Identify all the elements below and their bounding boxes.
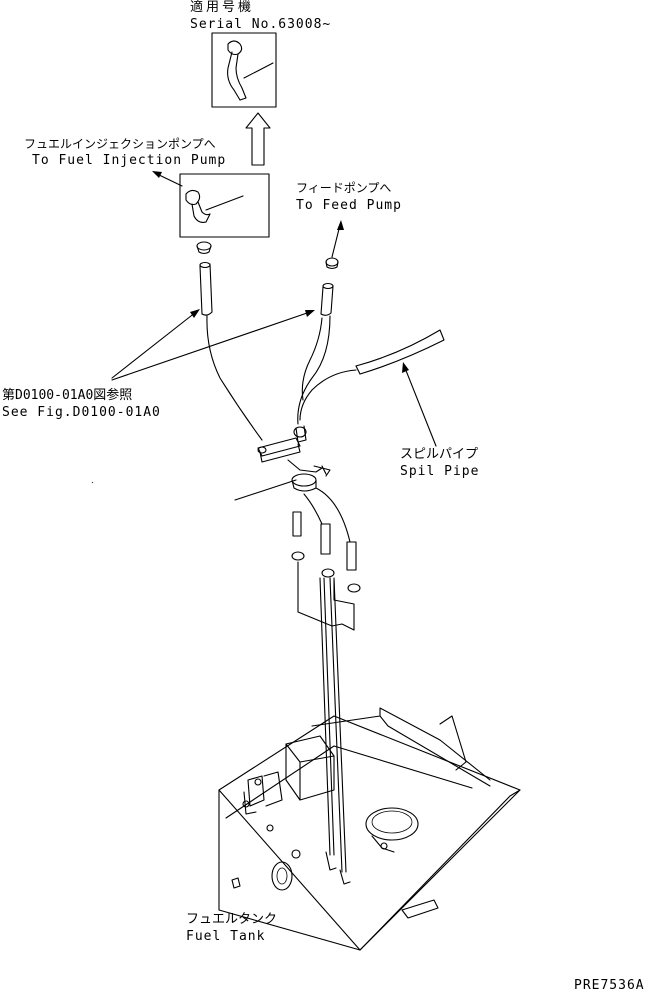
fuel-tank	[218, 707, 521, 951]
fig-ref-label-en: See Fig.D0100-01A0	[2, 405, 161, 420]
shield-plate	[297, 561, 355, 631]
hose-clamp-right	[325, 257, 339, 270]
manifold-pointer	[234, 479, 297, 501]
fuel-tank-label-en: Fuel Tank	[186, 929, 266, 944]
feed-pump-arrow	[331, 224, 341, 258]
fuel-pipe-left	[206, 315, 263, 441]
feed-pump-label-jp: フィードポンプへ	[296, 181, 392, 195]
tank-pipes	[319, 577, 351, 885]
injection-detail-box	[179, 173, 270, 238]
fig-ref-arrow-2	[111, 311, 311, 381]
fig-ref-label-jp: 第D0100-01A0図参照	[2, 388, 133, 403]
injection-pump-label-en: To Fuel Injection Pump	[32, 153, 227, 168]
spill-pipe-arrow	[404, 367, 437, 447]
manifold-assembly	[257, 425, 331, 492]
spill-pipe	[299, 329, 445, 421]
spill-pipe-label-jp: スピルパイプ	[400, 447, 479, 462]
serial-label-en: Serial No.63008~	[190, 17, 332, 32]
injection-pump-label-jp: フュエルインジェクションポンプへ	[24, 137, 216, 151]
feed-pump-label-en: To Feed Pump	[296, 198, 402, 213]
fig-ref-arrow-1	[111, 311, 197, 379]
hose-clamp-left	[196, 241, 212, 255]
up-arrow-icon	[245, 112, 271, 166]
hose-right	[320, 282, 334, 316]
serial-label-jp: 適用号機	[190, 0, 255, 15]
serial-detail-box	[211, 32, 277, 108]
spill-pipe-label-en: Spil Pipe	[400, 464, 480, 479]
drawing-id: PRE7536A	[574, 978, 645, 993]
fuel-tank-label-jp: フュエルタンク	[186, 912, 278, 927]
lower-hoses	[292, 487, 357, 571]
hose-left	[199, 261, 213, 316]
